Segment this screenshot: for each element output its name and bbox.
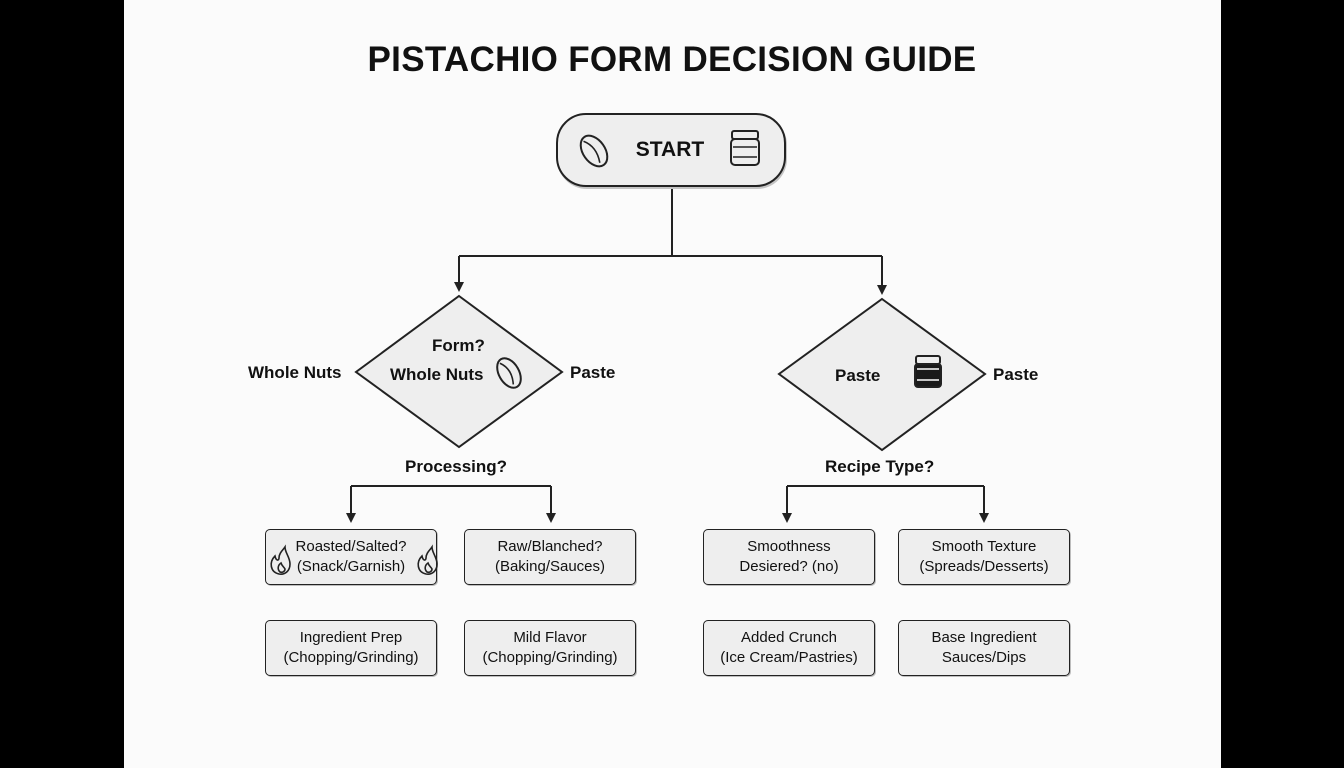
smooth-texture-line2: (Spreads/Desserts) [919, 558, 1049, 575]
ingredient-prep-line2: (Chopping/Grinding) [283, 649, 419, 666]
raw-line1: Raw/Blanched? [497, 538, 603, 555]
added-crunch-line2: (Ice Cream/Pastries) [720, 649, 858, 666]
base-ingredient-box: Base Ingredient Sauces/Dips [898, 620, 1070, 676]
processing-connector [346, 485, 556, 523]
roasted-line2: (Snack/Garnish) [296, 558, 406, 575]
mild-flavor-line1: Mild Flavor [513, 629, 587, 646]
right-decision-label: Paste [835, 366, 881, 385]
start-label: START [635, 138, 705, 161]
smoothness-line1: Smoothness [747, 538, 831, 555]
smoothness-box: Smoothness Desiered? (no) [703, 529, 875, 585]
smooth-texture-box: Smooth Texture (Spreads/Desserts) [898, 529, 1070, 585]
raw-line2: (Baking/Sauces) [494, 558, 606, 575]
page-title: PISTACHIO FORM DECISION GUIDE [367, 40, 977, 79]
roasted-salted-box: Roasted/Salted? (Snack/Garnish) [265, 529, 437, 585]
roasted-line1: Roasted/Salted? [295, 538, 407, 555]
right-branch-label: Paste [993, 365, 1039, 384]
base-ingredient-line2: Sauces/Dips [941, 649, 1027, 666]
right-decision-diamond [777, 297, 987, 452]
left-branch-label: Whole Nuts [248, 363, 342, 382]
mild-flavor-line2: (Chopping/Grinding) [482, 649, 618, 666]
smooth-texture-line1: Smooth Texture [931, 538, 1037, 555]
raw-blanched-box: Raw/Blanched? (Baking/Sauces) [464, 529, 636, 585]
left-decision-question: Form? [432, 336, 485, 355]
added-crunch-line1: Added Crunch [741, 629, 837, 646]
start-connector [454, 187, 887, 295]
left-decision-right-branch-label: Paste [570, 363, 616, 382]
base-ingredient-line1: Base Ingredient [931, 629, 1037, 646]
ingredient-prep-box: Ingredient Prep (Chopping/Grinding) [265, 620, 437, 676]
ingredient-prep-line1: Ingredient Prep [299, 629, 403, 646]
processing-label: Processing? [405, 457, 508, 476]
mild-flavor-box: Mild Flavor (Chopping/Grinding) [464, 620, 636, 676]
added-crunch-box: Added Crunch (Ice Cream/Pastries) [703, 620, 875, 676]
left-decision-option: Whole Nuts [390, 365, 484, 384]
recipe-type-label: Recipe Type? [825, 457, 935, 476]
recipe-connector [782, 485, 989, 523]
left-decision-diamond [354, 294, 564, 449]
smoothness-line2: Desiered? (no) [739, 558, 839, 575]
